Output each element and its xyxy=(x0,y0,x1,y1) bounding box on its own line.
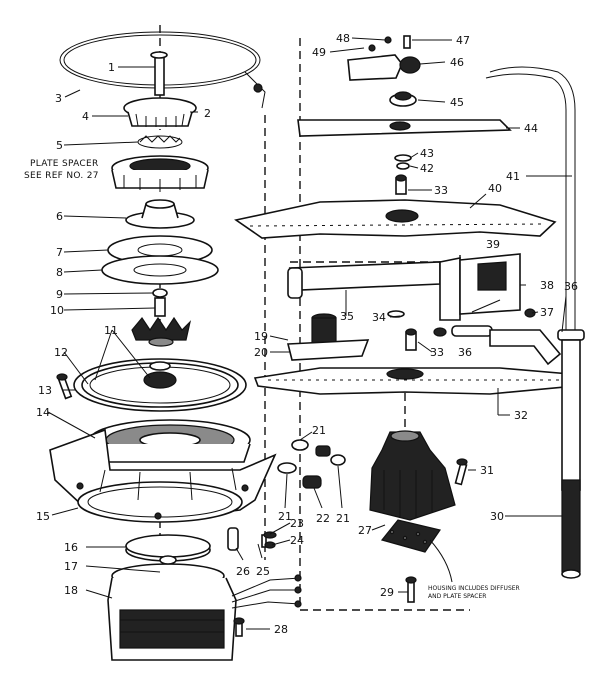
label-2: 2 xyxy=(204,107,211,120)
label-20: 20 xyxy=(254,346,268,359)
part-32-lower-spray-arm xyxy=(253,367,577,395)
label-36a: 36 xyxy=(458,346,472,359)
label-35: 35 xyxy=(340,310,354,323)
label-10: 10 xyxy=(50,304,64,317)
part-27-housing xyxy=(369,430,456,553)
leader-lines xyxy=(47,37,572,630)
label-18: 18 xyxy=(64,584,78,597)
label-32: 32 xyxy=(514,409,528,422)
part-28-screw xyxy=(233,617,245,637)
label-3: 3 xyxy=(55,92,62,105)
label-16: 16 xyxy=(64,541,78,554)
label-13: 13 xyxy=(38,384,52,397)
part-2-4-cap xyxy=(123,97,197,127)
part-6-bearing xyxy=(125,199,195,229)
part-44-bracket xyxy=(297,119,512,137)
housing-note-line2: AND PLATE SPACER xyxy=(428,593,486,600)
part-16-plate xyxy=(125,534,211,562)
label-21c: 21 xyxy=(336,512,350,525)
label-26: 26 xyxy=(236,565,250,578)
label-30: 30 xyxy=(490,510,504,523)
label-40: 40 xyxy=(488,182,502,195)
label-39: 39 xyxy=(486,238,500,251)
label-33b: 33 xyxy=(430,346,444,359)
label-24: 24 xyxy=(290,534,304,547)
part-14-pump-base xyxy=(89,419,251,463)
part-5-star-washer xyxy=(137,135,183,149)
label-7: 7 xyxy=(56,246,63,259)
part-41-30-feed-tube xyxy=(485,66,585,579)
label-37: 37 xyxy=(540,306,554,319)
label-27: 27 xyxy=(358,524,372,537)
label-25: 25 xyxy=(256,565,270,578)
label-38: 38 xyxy=(540,279,554,292)
label-28: 28 xyxy=(274,623,288,636)
label-36b: 36 xyxy=(564,280,578,293)
part-42-43-45-hub xyxy=(389,91,417,170)
part-number-labels: 1 2 3 4 5 6 7 8 9 10 11 12 13 14 15 16 1… xyxy=(36,32,578,636)
label-21b: 21 xyxy=(278,510,292,523)
part-11-12-ring-gasket xyxy=(73,358,247,412)
label-15: 15 xyxy=(36,510,50,523)
label-34: 34 xyxy=(372,311,386,324)
part-33-34-36-37-hardware xyxy=(387,174,536,351)
label-19: 19 xyxy=(254,330,268,343)
label-9: 9 xyxy=(56,288,63,301)
label-46: 46 xyxy=(450,56,464,69)
part-plate-spacer xyxy=(111,155,209,192)
label-33a: 33 xyxy=(434,184,448,197)
housing-note-line1: HOUSING INCLUDES DIFFUSER xyxy=(428,585,520,592)
part-15-filter-screen xyxy=(49,428,277,523)
part-1-bolt xyxy=(150,51,168,96)
part-17-18-motor xyxy=(107,555,302,661)
part-13-screw xyxy=(56,373,73,400)
label-5: 5 xyxy=(56,139,63,152)
label-8: 8 xyxy=(56,266,63,279)
part-23-24-25-26-fasteners xyxy=(227,527,277,551)
part-19-20-spacer xyxy=(286,313,370,361)
label-29: 29 xyxy=(380,586,394,599)
plate-spacer-note-line1: PLATE SPACER xyxy=(30,159,99,169)
label-43: 43 xyxy=(420,147,434,160)
label-11: 11 xyxy=(104,324,118,337)
label-48: 48 xyxy=(336,32,350,45)
label-6: 6 xyxy=(56,210,63,223)
label-17: 17 xyxy=(64,560,78,573)
label-14: 14 xyxy=(36,406,50,419)
label-49: 49 xyxy=(312,46,326,59)
part-29-31-screws xyxy=(405,458,468,603)
part-9-10-impeller xyxy=(131,288,192,347)
part-40-upper-spray-arm xyxy=(234,199,557,239)
label-23: 23 xyxy=(290,517,304,530)
label-44: 44 xyxy=(524,122,538,135)
part-46-49-top-nozzle xyxy=(347,35,421,81)
label-42: 42 xyxy=(420,162,434,175)
notes: PLATE SPACER SEE REF NO. 27 HOUSING INCL… xyxy=(24,159,520,600)
label-31: 31 xyxy=(480,464,494,477)
part-7-8-gasket-plates xyxy=(101,235,219,285)
label-12: 12 xyxy=(54,346,68,359)
label-45: 45 xyxy=(450,96,464,109)
label-4: 4 xyxy=(82,110,89,123)
label-22: 22 xyxy=(316,512,330,525)
part-35-conduit xyxy=(287,253,521,321)
label-21a: 21 xyxy=(312,424,326,437)
plate-spacer-note-line2: SEE REF NO. 27 xyxy=(24,171,99,181)
label-41: 41 xyxy=(506,170,520,183)
part-21-22-clamps xyxy=(277,439,346,489)
label-47: 47 xyxy=(456,34,470,47)
label-1: 1 xyxy=(108,61,115,74)
